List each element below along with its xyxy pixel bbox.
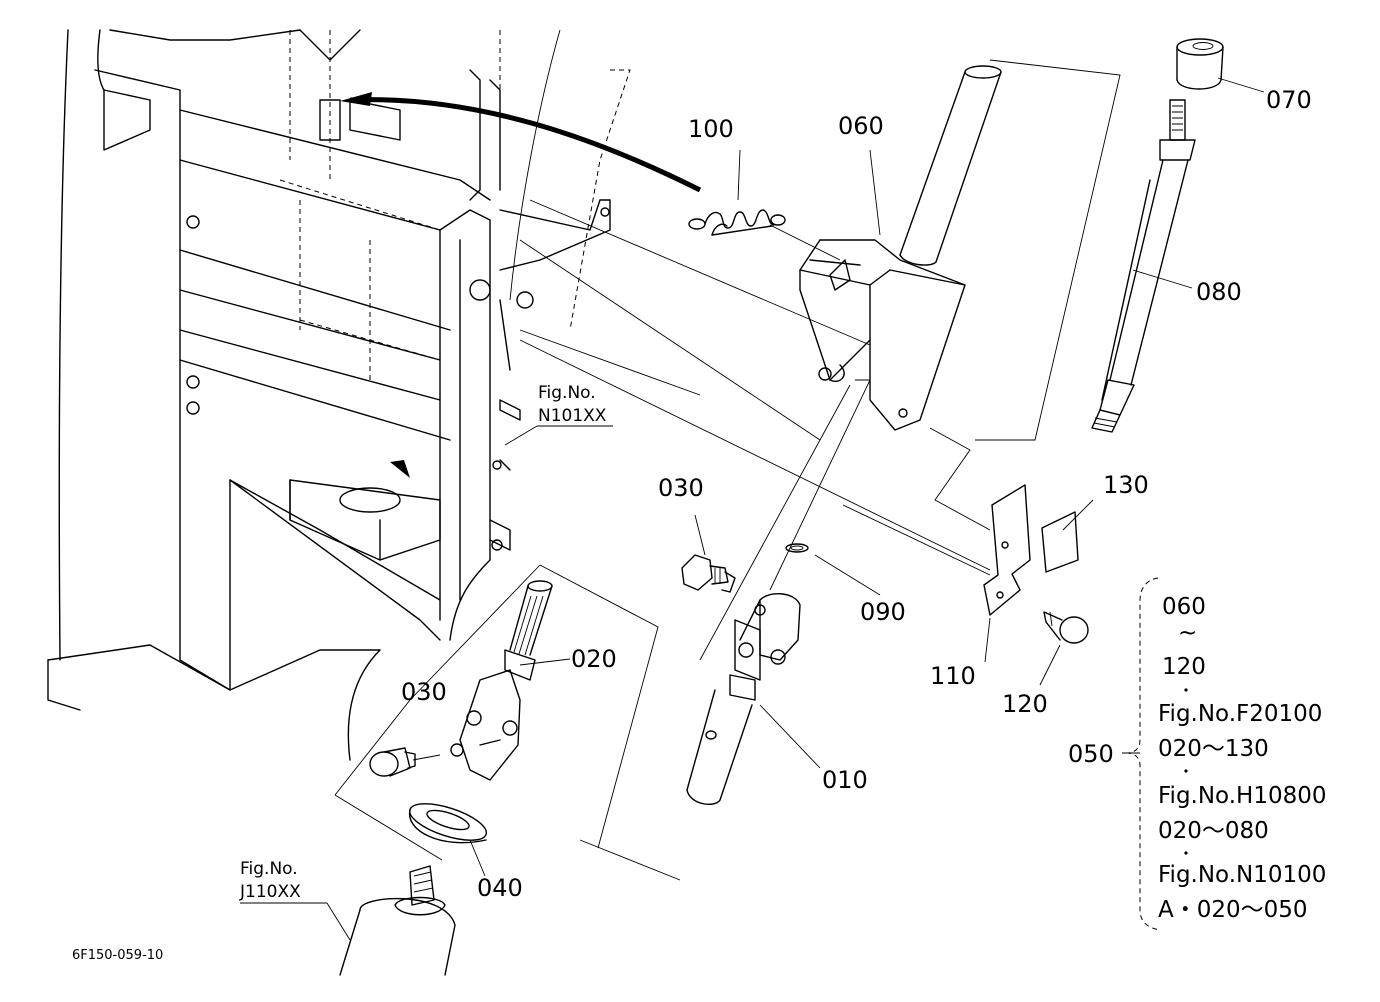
bracket-line-5: 020～130 — [1158, 736, 1269, 762]
part-130-label-plate — [1041, 511, 1079, 573]
assembly-arrow-icon — [349, 97, 702, 193]
label-130: 130 — [1103, 471, 1149, 499]
part-110-plate — [983, 484, 1031, 616]
part-030-bolt-a — [681, 554, 736, 593]
bracket-line-1: 060 — [1162, 594, 1206, 620]
part-090-clip — [785, 543, 809, 553]
bracket-line-7: 020～080 — [1158, 818, 1269, 844]
label-090: 090 — [860, 598, 906, 626]
bracket-line-4: Fig.No.F20100 — [1158, 701, 1322, 727]
label-110: 110 — [930, 662, 976, 690]
label-120: 120 — [1002, 690, 1048, 718]
ref-n101-title: Fig.No. — [538, 383, 596, 403]
label-070: 070 — [1266, 86, 1312, 114]
bracket-line-6: Fig.No.H10800 — [1158, 783, 1327, 809]
steering-unit-shaft — [339, 865, 456, 976]
label-050: 050 — [1068, 740, 1114, 768]
part-020-universal-joint — [450, 580, 553, 781]
part-060-steering-column-bracket — [799, 65, 1002, 431]
ref-n101-number: N101XX — [538, 406, 607, 426]
part-010-lower-shaft — [686, 593, 801, 806]
bracket-line-9: A・020～050 — [1158, 897, 1308, 923]
ref-j110-number: J110XX — [239, 882, 301, 902]
assembly-bracket — [1122, 577, 1161, 931]
label-080: 080 — [1196, 278, 1242, 306]
part-030-bolt-b — [369, 747, 416, 777]
label-020: 020 — [571, 645, 617, 673]
direction-arrow-icon — [390, 460, 410, 478]
ref-j110-title: Fig.No. — [240, 859, 298, 879]
bracket-line-3: 120 — [1162, 654, 1206, 680]
tractor-frame — [47, 29, 631, 761]
part-040-seal — [408, 803, 487, 844]
leader-lines — [240, 59, 1265, 941]
part-120-bolt — [1043, 611, 1089, 644]
label-040: 040 — [477, 874, 523, 902]
part-100-spring — [688, 209, 786, 236]
label-060: 060 — [838, 112, 884, 140]
diagram-code: 6F150-059-10 — [72, 948, 163, 963]
label-030-lower: 030 — [401, 678, 447, 706]
label-100: 100 — [688, 115, 734, 143]
bracket-line-8: Fig.No.N10100 — [1158, 862, 1326, 888]
label-030-upper: 030 — [658, 474, 704, 502]
part-070-bushing — [1176, 38, 1224, 90]
part-080-steering-shaft — [1091, 99, 1196, 433]
bracket-line-2: ~ — [1178, 620, 1197, 646]
label-010: 010 — [822, 766, 868, 794]
